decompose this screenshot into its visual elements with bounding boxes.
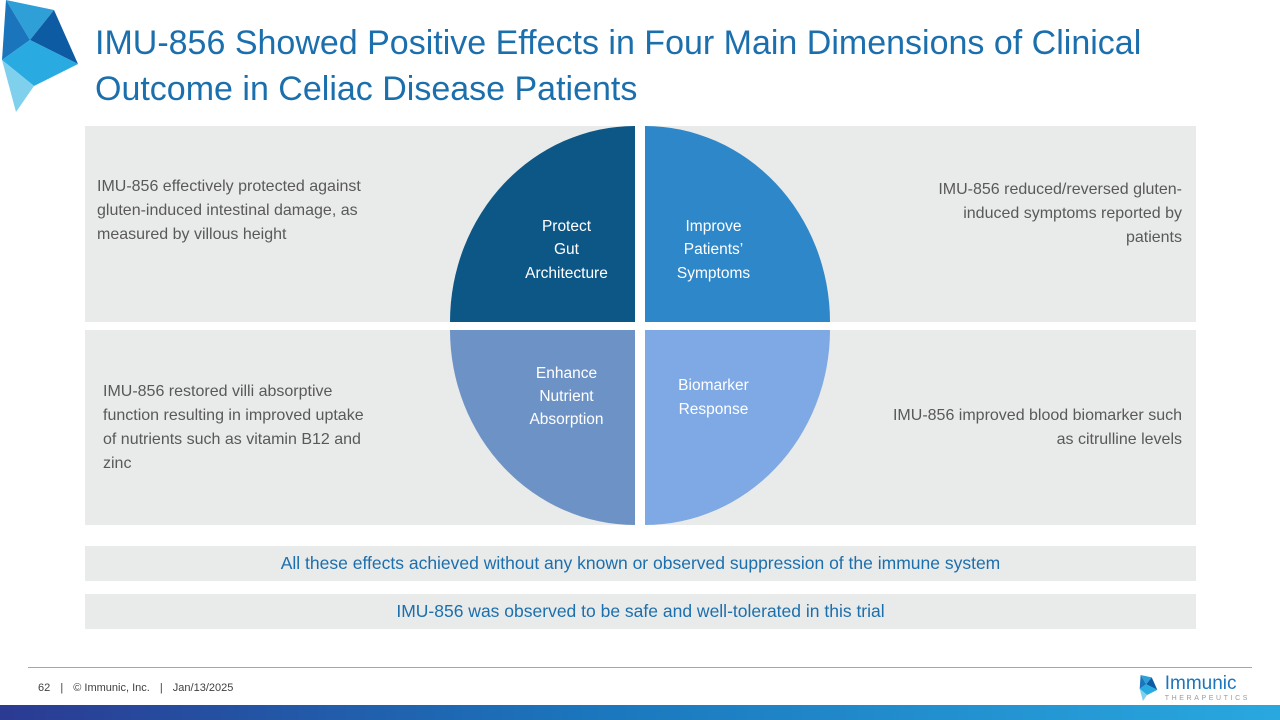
slide-title: IMU-856 Showed Positive Effects in Four … xyxy=(95,24,1142,108)
quadrant-diagram: IMU-856 effectively protected against gl… xyxy=(85,126,1196,525)
panel-protect-gut: IMU-856 effectively protected against gl… xyxy=(85,126,635,322)
quadrant-label-biomarker-response: Biomarker Response xyxy=(678,377,749,418)
brand-subtitle: THERAPEUTICS xyxy=(1164,695,1250,702)
slide-date: Jan/13/2025 xyxy=(172,682,234,694)
quadrant-label-nutrient-absorption: Enhance Nutrient Absorption xyxy=(529,364,604,429)
brand-text: Immunic THERAPEUTICS xyxy=(1164,673,1250,703)
immune-system-banner-text: All these effects achieved without any k… xyxy=(280,553,1001,573)
immunic-logo-icon xyxy=(1139,675,1158,701)
description-nutrient-absorption: IMU-856 restored villi absorptive functi… xyxy=(103,382,364,472)
safety-banner: IMU-856 was observed to be safe and well… xyxy=(85,594,1196,629)
quadrant-label-improve-symptoms: Improve Patients’ Symptoms xyxy=(676,218,751,282)
description-biomarker-response: IMU-856 improved blood biomarker such as… xyxy=(892,406,1182,448)
description-improve-symptoms: IMU-856 reduced/reversed gluten-induced … xyxy=(938,181,1182,246)
description-protect-gut: IMU-856 effectively protected against gl… xyxy=(97,178,361,243)
immune-system-banner: All these effects achieved without any k… xyxy=(85,546,1196,581)
quadrant-label-protect-gut: Protect Gut Architecture xyxy=(525,218,608,282)
immunic-footer-logo: Immunic THERAPEUTICS xyxy=(1139,674,1250,702)
copyright: © Immunic, Inc. xyxy=(73,682,150,694)
bottom-accent-bar xyxy=(0,705,1280,720)
page-number: 62 xyxy=(38,682,51,694)
brand-name: Immunic xyxy=(1164,673,1237,694)
safety-banner-text: IMU-856 was observed to be safe and well… xyxy=(396,601,885,621)
footer-meta: 62 | © Immunic, Inc. | Jan/13/2025 xyxy=(38,682,233,694)
immunic-logo-mark xyxy=(2,0,78,112)
separator: | xyxy=(60,682,64,694)
footer-divider xyxy=(28,667,1252,668)
separator: | xyxy=(159,682,163,694)
